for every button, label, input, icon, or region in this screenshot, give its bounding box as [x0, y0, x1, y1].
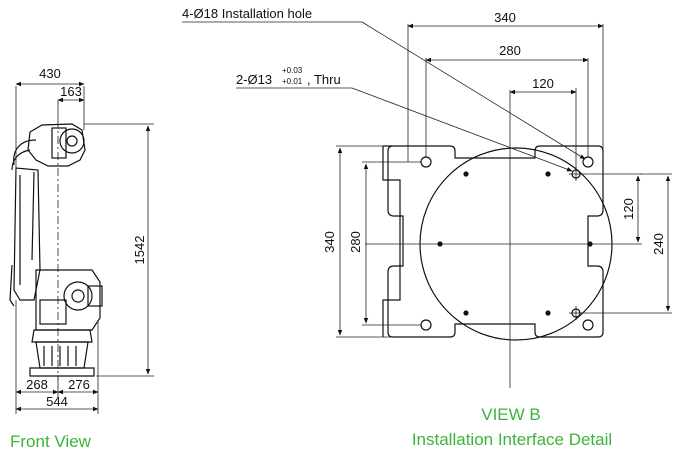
mount-hole-tl: [420, 156, 432, 168]
callout-pin-prefix: 2-Ø13: [236, 72, 272, 87]
dim-268: 268: [26, 377, 48, 392]
dim-430: 430: [39, 66, 61, 81]
dim-280-vertical: 280: [348, 231, 363, 253]
front-view: 430 163 1542 268 276 544 Front View: [9, 66, 154, 451]
dim-544: 544: [46, 394, 68, 409]
callout-pin-hole: 2-Ø13: [236, 72, 272, 87]
callout-pin-tol-upper: +0.03: [282, 66, 303, 75]
dim-280-horizontal: 280: [499, 43, 521, 58]
view-b: 340 280 120 340 280 120 240 4-Ø18 Instal…: [182, 6, 672, 449]
mount-hole-bl: [420, 319, 432, 331]
dim-1542: 1542: [132, 236, 147, 265]
bolt-pattern-dots: [437, 171, 593, 316]
callout-pin-tol-lower: +0.01: [282, 77, 303, 86]
callout-pin-suffix: , Thru: [307, 72, 341, 87]
dim-120-vertical: 120: [621, 198, 636, 220]
robot-silhouette: [9, 123, 103, 377]
mounting-plate-outline: [383, 145, 604, 338]
dim-163: 163: [60, 84, 82, 99]
caption-view-b: VIEW B: [481, 405, 541, 424]
mount-hole-br: [582, 319, 594, 331]
dim-340-vertical: 340: [322, 231, 337, 253]
caption-installation-interface: Installation Interface Detail: [412, 430, 612, 449]
dim-240-vertical: 240: [651, 233, 666, 255]
dim-276: 276: [68, 377, 90, 392]
dim-120-horizontal: 120: [532, 76, 554, 91]
callout-installation-hole: 4-Ø18 Installation hole: [182, 6, 312, 21]
dim-340-horizontal: 340: [494, 10, 516, 25]
caption-front-view: Front View: [10, 432, 92, 451]
